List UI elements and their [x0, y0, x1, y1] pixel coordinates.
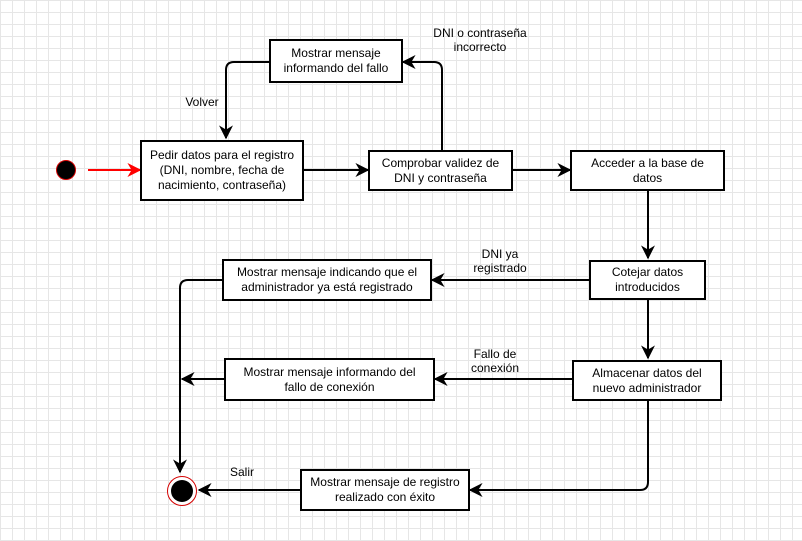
node-fallo-conexion[interactable]: Mostrar mensaje informando del fallo de …: [224, 358, 435, 401]
node-registro-exito[interactable]: Mostrar mensaje de registro realizado co…: [300, 469, 470, 511]
edge-label-dni-incorrecto: DNI o contraseña incorrecto: [433, 26, 527, 54]
final-state-dot: [171, 480, 193, 502]
initial-state-icon: [56, 160, 76, 180]
edge-mostrar-fallo-to-pedir: [219, 61, 269, 140]
edge-label-dni-ya-registrado: DNI ya registrado: [473, 247, 527, 275]
edge-almacenar-to-registro-exito: [468, 399, 649, 497]
node-mostrar-fallo[interactable]: Mostrar mensaje informando del fallo: [269, 39, 403, 83]
final-state-icon: [167, 476, 197, 506]
node-cotejar-datos[interactable]: Cotejar datos introducidos: [589, 260, 706, 300]
node-almacenar-datos[interactable]: Almacenar datos del nuevo administrador: [572, 360, 722, 401]
node-ya-registrado[interactable]: Mostrar mensaje indicando que el adminis…: [222, 259, 432, 301]
node-comprobar-validez[interactable]: Comprobar validez de DNI y contraseña: [368, 150, 513, 191]
edge-label-volver: Volver: [185, 95, 219, 109]
node-acceder-base-datos[interactable]: Acceder a la base de datos: [570, 150, 725, 191]
edge-ya-registrado-to-end: [173, 279, 222, 474]
edge-comprobar-to-mostrar-fallo: [401, 55, 443, 150]
edge-label-fallo-conexion: Fallo de conexión: [470, 347, 520, 375]
edge-label-salir: Salir: [229, 465, 254, 479]
node-pedir-datos[interactable]: Pedir datos para el registro (DNI, nombr…: [140, 140, 304, 201]
